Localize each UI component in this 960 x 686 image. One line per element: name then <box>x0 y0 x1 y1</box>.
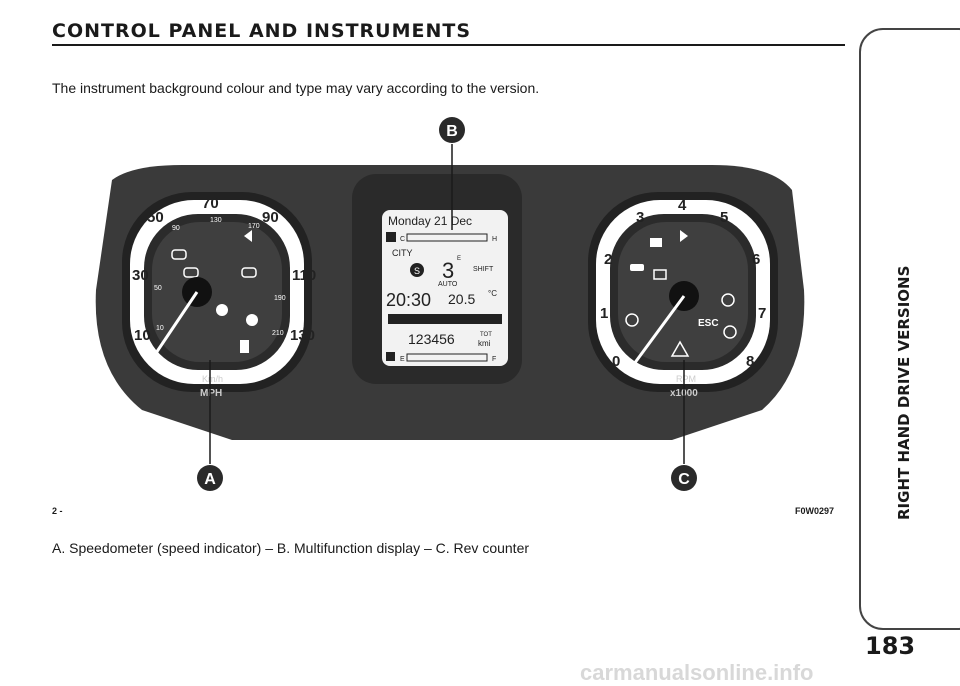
drive-mode: CITY <box>392 248 413 258</box>
odometer-tot: TOT <box>480 332 492 338</box>
speedometer: 10 30 50 70 90 110 130 10 50 90 130 170 … <box>122 192 316 399</box>
tachometer-needle <box>632 295 686 365</box>
speed-inner-label: 130 <box>210 217 222 224</box>
speed-inner-label: 210 <box>272 330 284 337</box>
speed-outer-label: 70 <box>202 195 219 212</box>
multifunction-display: Monday 21 Dec C H CITY S 3 E AUTO SHIFT … <box>352 174 522 384</box>
rpm-label: 8 <box>746 353 754 370</box>
fuel-full-label: F <box>492 356 496 363</box>
rpm-label: 5 <box>720 209 728 226</box>
page-title: CONTROL PANEL AND INSTRUMENTS <box>52 20 472 42</box>
speed-inner-label: 50 <box>154 285 162 292</box>
intro-text: The instrument background colour and typ… <box>52 80 540 96</box>
coolant-icon <box>386 232 396 242</box>
odometer: 123456 <box>408 331 455 347</box>
callout-a <box>197 465 223 491</box>
fuel-icon <box>240 340 249 353</box>
s-icon <box>410 263 424 277</box>
speed-inner-label: 190 <box>274 295 286 302</box>
speedometer-needle <box>148 291 199 363</box>
shift-label: SHIFT <box>473 266 494 273</box>
page-number: 183 <box>865 632 916 660</box>
section-side-tab-label: RIGHT HAND DRIVE VERSIONS <box>895 265 913 520</box>
fog-light-icon <box>183 267 199 278</box>
hazard-warning-icon <box>670 340 690 357</box>
gear-indicator: 3 <box>442 258 454 283</box>
rpm-label: 0 <box>612 353 620 370</box>
rear-fog-icon <box>241 267 257 278</box>
s-icon-label: S <box>414 266 420 276</box>
speed-unit-mph: MPH <box>200 388 222 399</box>
rpm-label: 2 <box>604 251 612 268</box>
title-rule <box>52 44 845 46</box>
figure-number: 2 - <box>52 506 63 516</box>
callout-b <box>439 117 465 143</box>
battery-icon <box>653 269 667 280</box>
oil-pressure-icon <box>630 264 644 271</box>
external-temp: 20.5 <box>448 291 475 307</box>
callout-b-label: B <box>446 123 458 140</box>
fuel-empty-label: E <box>400 356 405 363</box>
seatbelt-icon <box>246 314 258 326</box>
seatbelt-status-row <box>388 314 502 324</box>
gear-e-label: E <box>457 256 461 262</box>
brake-warning-icon <box>721 293 735 307</box>
display-clock: 20:30 <box>386 290 431 310</box>
turn-left-icon <box>244 230 252 242</box>
tach-unit: RPM <box>676 374 696 384</box>
tachometer: 0 1 2 3 4 5 6 7 8 ESC RPM x1000 <box>588 192 778 399</box>
speed-unit-kmh: Km/h <box>202 374 223 384</box>
abs-icon <box>723 325 737 339</box>
rpm-label: 3 <box>636 209 644 226</box>
odometer-unit: kmi <box>478 339 491 348</box>
temp-hot-label: H <box>492 236 497 243</box>
coolant-warning-icon <box>650 238 662 247</box>
speed-outer-label: 130 <box>290 327 315 344</box>
speed-outer-label: 110 <box>292 267 316 284</box>
temp-gauge-bar <box>406 233 488 242</box>
rpm-label: 1 <box>600 305 608 322</box>
speed-outer-label: 50 <box>147 209 164 226</box>
figure-caption: A. Speedometer (speed indicator) – B. Mu… <box>52 540 530 556</box>
speed-outer-label: 10 <box>134 327 151 344</box>
callout-c <box>671 465 697 491</box>
speed-outer-label: 30 <box>132 267 149 284</box>
temp-cold-label: C <box>400 236 405 243</box>
callout-c-label: C <box>678 471 690 488</box>
temp-unit: °C <box>488 289 497 298</box>
gear-mode: AUTO <box>438 281 458 288</box>
speed-outer-label: 90 <box>262 209 279 226</box>
rpm-label: 4 <box>678 197 687 214</box>
headlight-icon <box>171 249 187 260</box>
callout-a-label: A <box>204 471 216 488</box>
figure-code: F0W0297 <box>795 506 835 516</box>
rpm-label: 6 <box>752 251 760 268</box>
instrument-panel-figure: 10 30 50 70 90 110 130 10 50 90 130 170 … <box>95 117 805 491</box>
rpm-label: 7 <box>758 305 766 322</box>
speed-inner-label: 170 <box>248 223 260 230</box>
fuel-display-icon <box>386 352 395 361</box>
fuel-gauge-bar <box>406 353 488 362</box>
watermark: carmanualsonline.info <box>580 660 814 685</box>
display-date: Monday 21 Dec <box>388 214 472 228</box>
seatbelt-icon <box>216 304 228 316</box>
turn-right-icon <box>680 230 688 242</box>
speed-inner-label: 10 <box>156 325 164 332</box>
esc-label: ESC <box>698 318 719 329</box>
speed-inner-label: 90 <box>172 225 180 232</box>
section-side-tab <box>859 28 960 630</box>
engine-warning-icon <box>625 313 639 327</box>
